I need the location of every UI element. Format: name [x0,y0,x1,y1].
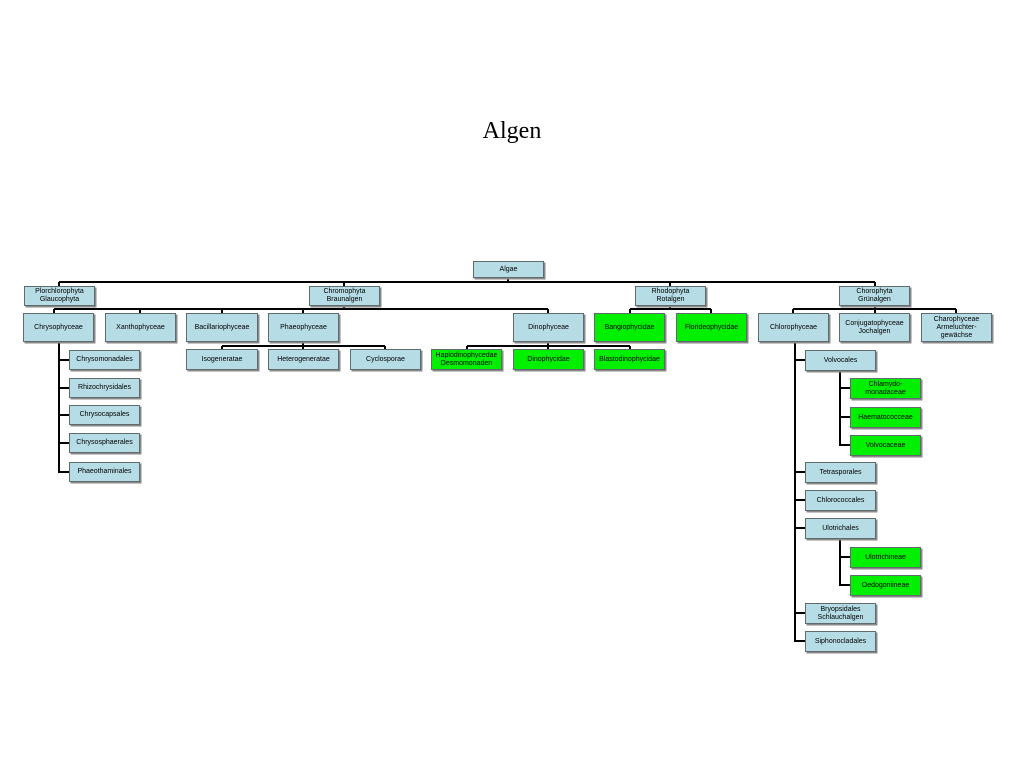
node-chrysosphaerales: Chrysosphaerales [69,433,140,453]
node-chlorococcales: Chlorococcales [805,490,876,511]
node-bryopsidales: Bryopsidales Schlauchalgen [805,603,876,624]
node-dinophyceae: Dinophyceae [513,313,584,342]
node-volvocales: Volvocales [805,350,876,371]
node-chrysophyceae: Chrysophyceae [23,313,94,342]
node-bangiophycidae: Bangiophycidae [594,313,665,342]
node-conjugatophyceae: Conjugatophyceae Jochalgen [839,313,910,342]
node-chlorophyta: Chorophyta Grünalgen [839,286,910,306]
node-tetrasporales: Tetrasporales [805,462,876,483]
node-algae: Algae [473,261,544,278]
node-blastodinophycidae: Blastodinophycidae [594,349,665,370]
node-oedogoniineae: Oedogoniineae [850,575,921,596]
node-chromophyta: Chromophyta Braunalgen [309,286,380,306]
page-title: Algen [482,118,542,144]
node-chlorophyceae: Chlorophyceae [758,313,829,342]
node-haematococceae: Haematococceae [850,407,921,428]
node-charophyceae: Charophyceae Armeluchter- gewächse [921,313,992,342]
node-ulotrichales: Ulotrichales [805,518,876,539]
node-ulotrichineae: Ulotrichineae [850,547,921,568]
node-phaeophyceae: Phaeophyceae [268,313,339,342]
node-chrysomonadales: Chrysomonadales [69,350,140,370]
node-siphonocladales: Siphonocladales [805,631,876,652]
node-heterogeneratae: Heterogeneratae [268,349,339,370]
node-rhodophyta: Rhodophyta Rotalgen [635,286,706,306]
node-bacillariophyceae: Bacillariophyceae [186,313,258,342]
node-florideophycidae: Florideophycidae [676,313,747,342]
node-dinophycidae: Dinophycidae [513,349,584,370]
node-chrysocapsales: Chrysocapsales [69,405,140,425]
node-phaeothaminales: Phaeothaminales [69,462,140,482]
node-volvocaceae: Volvocaceae [850,435,921,456]
node-haplodinophycedae: Haplodinophycedae Desmomonaden [431,349,502,370]
node-chlamydomonadaceae: Chlamydo- monadaceae [850,378,921,399]
node-cyclosporae: Cyclosporae [350,349,421,370]
node-rhizochrysidales: Rhizochrysidales [69,378,140,398]
node-isogeneratae: Isogeneratae [186,349,258,370]
node-glaucophyta: Plorchlorophyta Glaucophyta [24,286,95,306]
node-xanthophyceae: Xanthophyceae [105,313,176,342]
